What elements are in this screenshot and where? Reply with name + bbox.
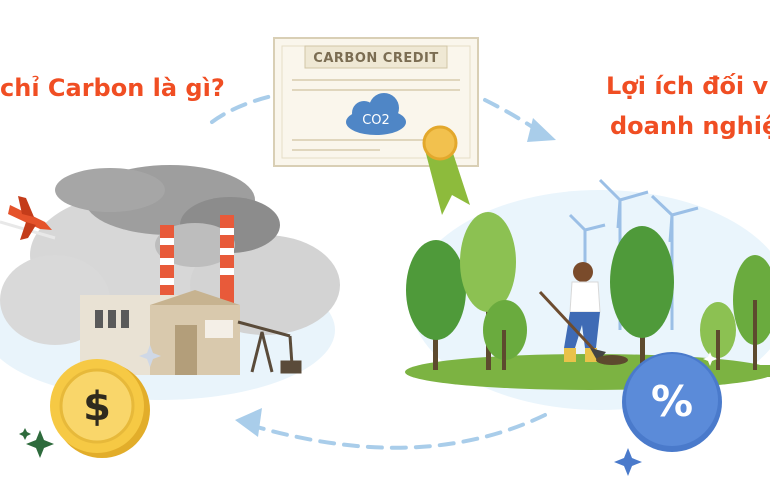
- arrowhead-bottom: [235, 408, 262, 437]
- airplane-icon: [0, 196, 56, 240]
- arrowhead-top-right: [527, 118, 556, 142]
- arrow-bottom: [248, 413, 547, 450]
- sparkle-icon: [139, 345, 161, 367]
- certificate-title: CARBON CREDIT: [313, 51, 438, 66]
- gardener-figure: [538, 262, 628, 365]
- sparkle-icon: [26, 430, 54, 458]
- percent-symbol: %: [651, 377, 693, 426]
- chimney-right: [220, 215, 234, 305]
- tree-group: [406, 212, 770, 370]
- factory-buildings: [80, 290, 240, 375]
- headline-benefits-line1: Lợi ích đối v: [606, 72, 769, 100]
- co2-label: CO2: [362, 113, 390, 128]
- co2-cloud-icon: CO2: [346, 93, 406, 135]
- coin-symbol: $: [83, 384, 111, 430]
- dollar-coin-icon: $: [50, 359, 150, 458]
- sparkle-icon: [19, 428, 31, 440]
- percent-badge-icon: %: [622, 352, 722, 452]
- chimney-left: [160, 225, 174, 305]
- oil-pump-icon: [237, 320, 302, 374]
- sparkle-icon: [614, 448, 642, 476]
- factory-scene: [0, 165, 340, 375]
- carbon-credit-certificate: CARBON CREDIT CO2: [273, 37, 479, 215]
- award-ribbon-icon: [422, 125, 470, 215]
- arrow-top-left: [210, 94, 274, 124]
- headline-benefits-line2: doanh nghiệ: [610, 112, 770, 140]
- sparkle-icon: [703, 352, 717, 366]
- headline-carbon-question: chỉ Carbon là gì?: [0, 74, 225, 102]
